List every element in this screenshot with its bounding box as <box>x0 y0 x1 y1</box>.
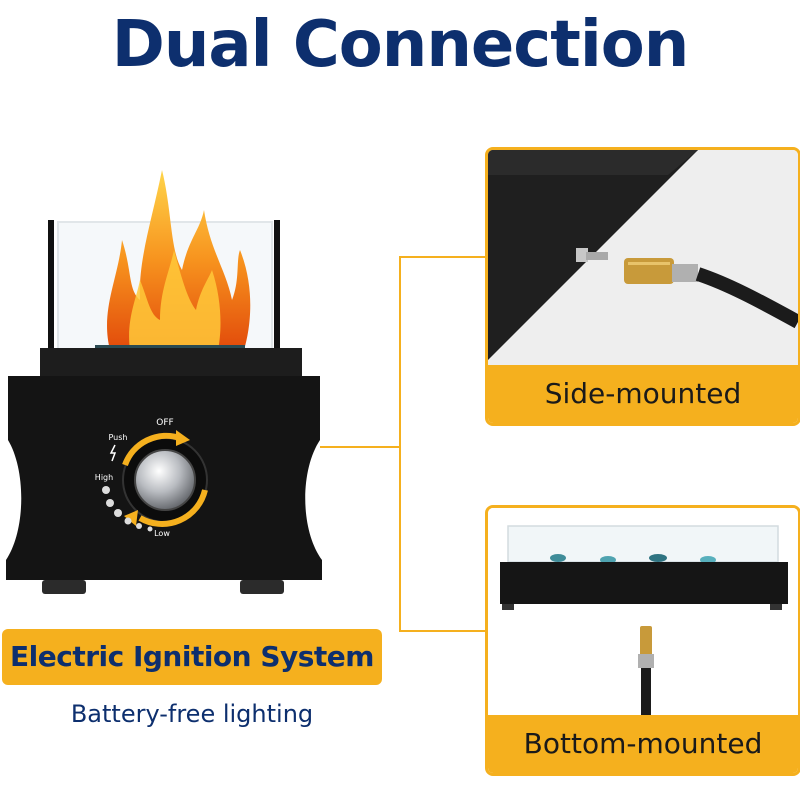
connector-line-to-side <box>399 256 485 258</box>
connector-line-to-bottom <box>399 630 485 632</box>
dial-push-label: Push <box>109 433 128 442</box>
flame-icon <box>107 170 251 350</box>
side-mounted-panel: Side-mounted <box>485 147 800 426</box>
lightning-icon <box>109 444 117 462</box>
dial-low-label: Low <box>154 529 170 538</box>
ignition-subtitle: Battery-free lighting <box>70 700 314 728</box>
side-connection-illustration <box>488 150 798 365</box>
page-title: Dual Connection <box>111 8 690 82</box>
ignition-dial: OFF Push High Low <box>95 418 208 538</box>
gas-inlet-icon <box>576 248 608 262</box>
side-mounted-caption: Side-mounted <box>488 365 798 423</box>
fire-pit-illustration: OFF Push High Low <box>6 170 322 594</box>
bottom-connection-illustration <box>488 508 798 715</box>
dial-off-label: OFF <box>156 418 173 428</box>
connector-line-vertical <box>399 256 401 632</box>
bottom-mounted-panel: Bottom-mounted <box>485 505 800 776</box>
electric-ignition-badge: Electric Ignition System <box>2 629 382 685</box>
bottom-mounted-caption: Bottom-mounted <box>488 715 798 773</box>
gas-hose-icon <box>624 258 798 329</box>
dial-high-label: High <box>95 473 113 482</box>
gas-inlet-icon <box>638 626 654 715</box>
connector-line-from-product <box>320 446 400 448</box>
